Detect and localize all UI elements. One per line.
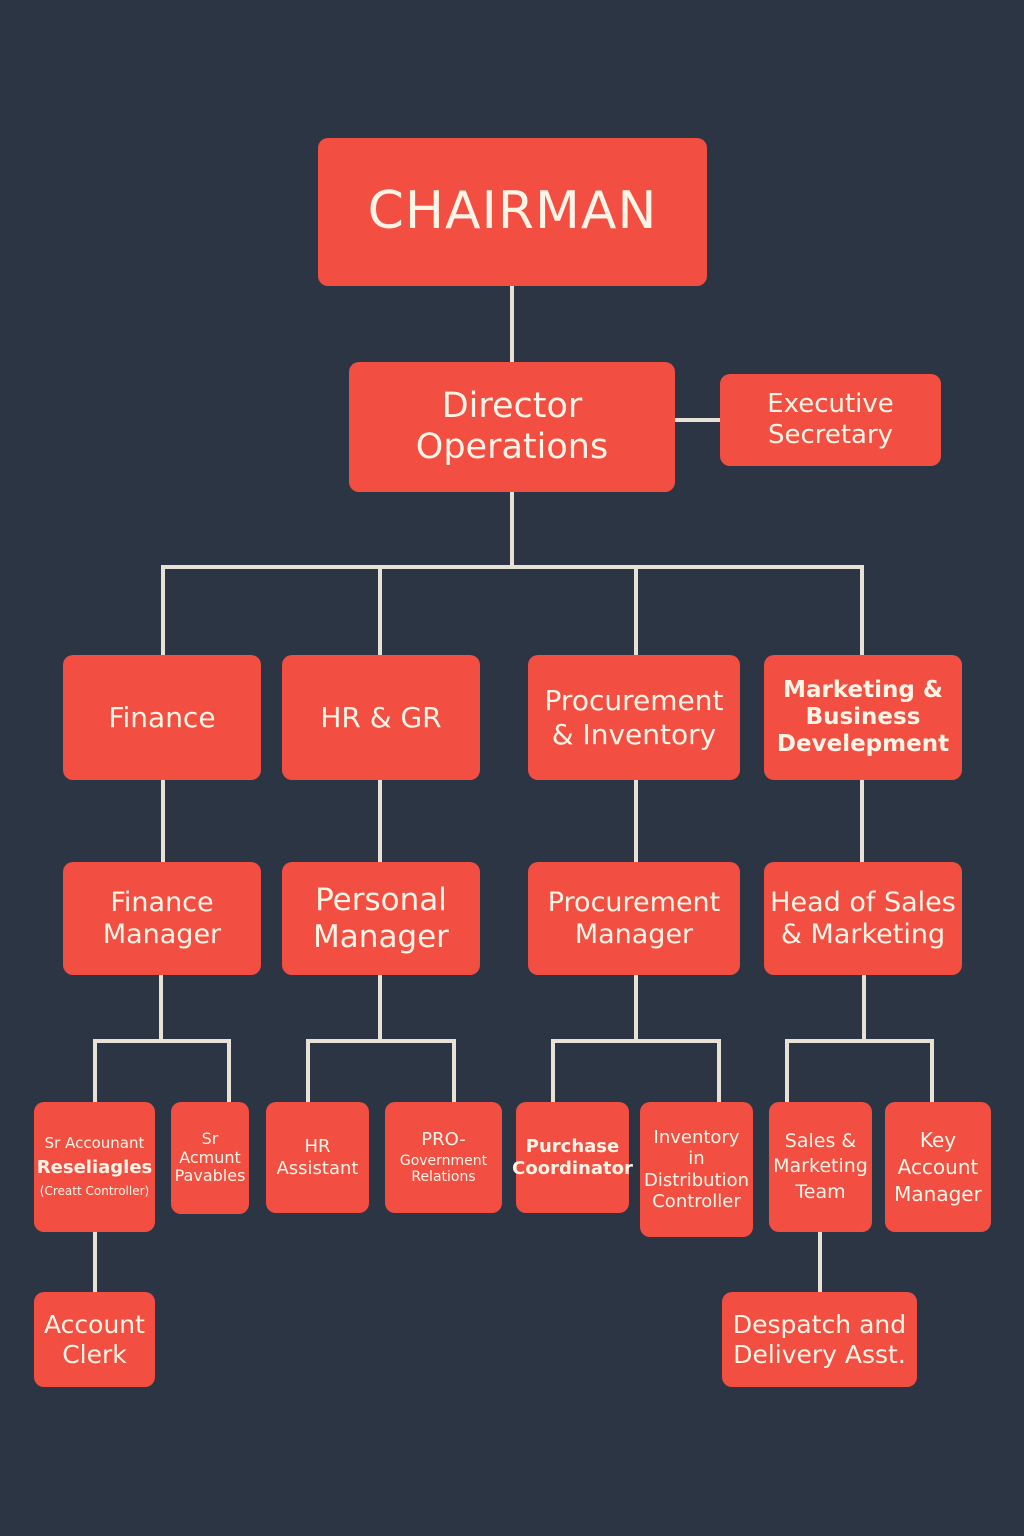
sr-payables-label: Sr Acmunt Pavables <box>174 1128 246 1186</box>
account-clerk-label: Account Clerk <box>44 1310 145 1369</box>
marketing-business-node[interactable]: Marketing & Business Develepment <box>764 655 962 780</box>
despatch-delivery-label: Despatch and Delivery Asst. <box>732 1310 907 1369</box>
sales-marketing-team-label: Sales & Marketing Team <box>773 1129 868 1203</box>
hr-assistant-label: HR Assistant <box>276 1136 359 1179</box>
account-clerk-node[interactable]: Account Clerk <box>34 1292 155 1387</box>
hr-gr-label: HR & GR <box>320 700 442 734</box>
personal-manager-node[interactable]: Personal Manager <box>282 862 480 975</box>
procurement-inventory-label: Procurement & Inventory <box>544 684 724 751</box>
despatch-delivery-node[interactable]: Despatch and Delivery Asst. <box>722 1292 917 1387</box>
hr-gr-node[interactable]: HR & GR <box>282 655 480 780</box>
purchase-coordinator-label: Purchase Coordinator <box>512 1136 633 1179</box>
sales-marketing-team-node[interactable]: Sales & Marketing Team <box>769 1102 872 1232</box>
finance-node[interactable]: Finance <box>63 655 261 780</box>
director-operations-node[interactable]: Director Operations <box>349 362 675 492</box>
chairman-node[interactable]: CHAIRMAN <box>318 138 707 286</box>
sr-accountant-name: Reseliagles <box>36 1157 153 1179</box>
chairman-label: CHAIRMAN <box>367 181 658 242</box>
finance-manager-label: Finance Manager <box>102 886 222 950</box>
executive-secretary-node[interactable]: Executive Secretary <box>720 374 941 466</box>
sr-payables-node[interactable]: Sr Acmunt Pavables <box>171 1102 249 1214</box>
director-operations-label: Director Operations <box>415 385 609 467</box>
procurement-manager-node[interactable]: Procurement Manager <box>528 862 740 975</box>
head-sales-marketing-node[interactable]: Head of Sales & Marketing <box>764 862 962 975</box>
inventory-controller-label: Inventory in Distribution Controller <box>644 1127 750 1212</box>
pro-title: PRO- <box>421 1129 466 1151</box>
purchase-coordinator-node[interactable]: Purchase Coordinator <box>512 1102 633 1213</box>
finance-manager-node[interactable]: Finance Manager <box>63 862 261 975</box>
sr-accountant-title: Sr Accounant <box>44 1134 145 1153</box>
personal-manager-label: Personal Manager <box>313 881 449 955</box>
head-sales-marketing-label: Head of Sales & Marketing <box>770 886 956 950</box>
hr-assistant-node[interactable]: HR Assistant <box>266 1102 369 1213</box>
pro-subtitle: Government Relations <box>399 1152 488 1186</box>
pro-government-node[interactable]: PRO- Government Relations <box>385 1102 502 1213</box>
finance-label: Finance <box>108 700 216 734</box>
procurement-manager-label: Procurement Manager <box>547 886 721 950</box>
marketing-business-label: Marketing & Business Develepment <box>776 676 950 758</box>
executive-secretary-label: Executive Secretary <box>767 389 894 450</box>
key-account-manager-node[interactable]: Key Account Manager <box>885 1102 991 1232</box>
procurement-inventory-node[interactable]: Procurement & Inventory <box>528 655 740 780</box>
key-account-manager-label: Key Account Manager <box>894 1127 982 1206</box>
sr-accountant-node[interactable]: Sr Accounant Reseliagles (Creatt Control… <box>34 1102 155 1232</box>
inventory-controller-node[interactable]: Inventory in Distribution Controller <box>640 1102 753 1237</box>
sr-accountant-subtitle: (Creatt Controller) <box>39 1184 150 1199</box>
